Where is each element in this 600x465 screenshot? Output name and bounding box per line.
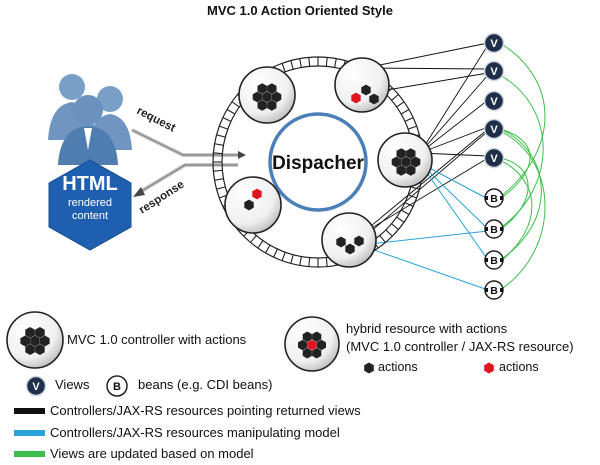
bean-glyph: B [490,255,498,267]
legend-bean-glyph: B [113,381,121,393]
view-node: V [483,147,505,169]
legend-controller-label: MVC 1.0 controller with actions [67,332,247,347]
action-hex [345,243,355,255]
action-hex [267,83,277,94]
action-hex [40,335,50,347]
users-icon [48,74,132,165]
view-glyph: V [490,96,498,108]
action-hex [391,156,402,168]
action-hex [252,91,263,103]
legend-blue-line-label: Controllers/JAX-RS resources manipulatin… [50,425,340,440]
dispatcher: Dispacher [268,112,368,212]
action-hex [312,331,322,343]
legend-blue-line-swatch [14,430,45,436]
controller-node [238,66,296,124]
action-hex [262,91,272,103]
action-hex [361,84,371,96]
action-hex [35,344,45,355]
view-pointer-lines [354,42,489,246]
action-hex [35,327,45,338]
legend-beans-label: beans (e.g. CDI beans) [138,377,273,392]
legend-black-line-swatch [14,408,45,414]
legend-hybrid-line2: (MVC 1.0 controller / JAX-RS resource) [346,339,574,354]
bean-glyph: B [490,285,498,297]
action-hex [401,156,411,168]
action-hex [396,165,406,176]
controller-node [377,132,433,188]
action-hex [302,331,312,343]
request-label: request [135,105,178,135]
hybrid-node [334,57,390,113]
controller-node [321,212,377,268]
action-hex [25,344,35,355]
action-hex [30,335,40,347]
action-hex [244,199,254,211]
legend-green-line-swatch [14,451,45,457]
hybrid-node [224,176,282,234]
action-hex [406,148,416,159]
action-hex [257,100,267,111]
bean-glyph: B [490,193,498,205]
legend-action-black-icon [364,362,374,374]
bean-node: B [484,219,504,239]
model-manipulation-lines [359,162,489,291]
action-hex [336,236,346,248]
action-hex-red [252,188,262,200]
action-hex [406,165,416,176]
view-glyph: V [490,124,498,136]
legend-hybrid-icon [284,316,340,372]
action-hex-red [351,92,361,104]
legend-action-red-icon [484,362,494,374]
action-hex [312,347,322,359]
view-node: V [483,118,505,140]
action-hex [307,339,317,351]
action-hex [354,235,364,247]
bean-glyph: B [490,224,498,236]
view-node: V [483,90,505,112]
view-update-lines [499,42,546,291]
action-hex [396,148,406,159]
html-rendered-content: HTML rendered content [48,159,132,251]
bean-node: B [484,280,504,300]
action-hex [316,339,326,351]
legend-green-line-label: Views are updated based on model [50,446,254,461]
action-hex [410,156,421,168]
legend-controller-icon [6,311,64,369]
action-hex [25,327,35,338]
action-hex [298,339,308,351]
action-hex [271,91,282,103]
legend-view-icon: V [25,375,47,397]
html-label: HTML [62,173,118,195]
view-node: V [483,60,505,82]
view-glyph: V [490,66,498,78]
action-hex [302,347,312,359]
request-arrow [131,128,246,159]
action-hex [369,93,379,105]
legend-actions-black-label: actions [378,360,418,374]
action-hex [20,335,30,347]
dispatcher-label: Dispacher [272,153,364,174]
response-label: response [137,179,186,217]
action-hex [267,100,277,111]
bean-node: B [484,188,504,208]
legend-views-label: Views [55,377,90,392]
diagram-title: MVC 1.0 Action Oriented Style [207,3,393,18]
legend-hybrid-line1: hybrid resource with actions [346,321,508,336]
html-sub1: rendered [68,197,112,209]
response-arrow [133,163,238,197]
bean-node: B [484,250,504,270]
action-hex [257,83,267,94]
view-node: V [483,32,505,54]
legend-bean-icon: B [106,375,128,397]
view-glyph: V [490,38,498,50]
legend-view-glyph: V [32,381,40,393]
view-glyph: V [490,153,498,165]
legend-actions-red-label: actions [499,360,539,374]
legend-black-line-label: Controllers/JAX-RS resources pointing re… [50,403,361,418]
html-sub2: content [72,210,108,222]
